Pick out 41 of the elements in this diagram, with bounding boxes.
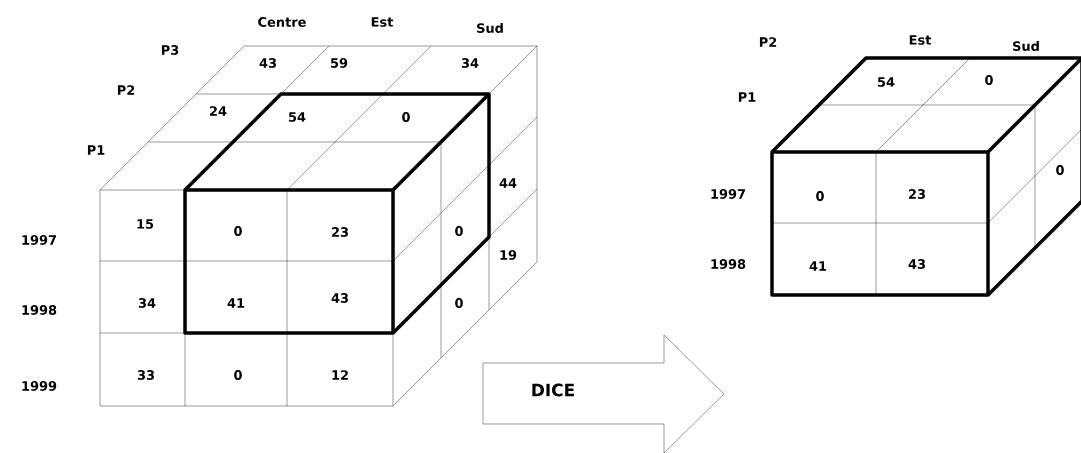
cell-value: 44	[499, 178, 517, 188]
cell-value: 41	[809, 261, 827, 271]
axis-label: 1997	[22, 235, 56, 245]
axis-label: P1	[87, 145, 105, 155]
axis-label: P1	[738, 92, 756, 102]
axis-label: P2	[759, 37, 777, 47]
cell-value: 43	[908, 259, 925, 269]
axis-label: Sud	[477, 23, 503, 33]
cell-value: 24	[210, 106, 227, 116]
cell-value: 34	[138, 298, 156, 308]
cell-value: 0	[234, 370, 242, 380]
axis-label: Sud	[1013, 41, 1039, 51]
cell-value: 0	[816, 191, 824, 201]
axis-label: 1998	[22, 305, 57, 315]
axis-label: P2	[117, 85, 135, 95]
cell-value: 34	[461, 58, 479, 68]
cell-value: 0	[985, 75, 993, 85]
cell-value: 43	[259, 58, 276, 68]
cell-value: 0	[455, 226, 463, 236]
cell-value: 33	[137, 370, 154, 380]
cell-value: 41	[227, 298, 245, 308]
cell-value: 43	[331, 293, 348, 303]
axis-label: Est	[909, 35, 932, 45]
cell-value: 54	[878, 77, 895, 87]
cell-value: 19	[500, 250, 517, 260]
cell-value: 23	[909, 189, 925, 199]
cell-value: 59	[331, 58, 348, 68]
cell-value: 0	[1056, 165, 1064, 175]
axis-label: 1998	[711, 259, 746, 269]
axis-label: Est	[371, 17, 394, 27]
cell-value: 12	[332, 370, 348, 380]
axis-label: 1997	[711, 189, 745, 199]
cell-value: 23	[332, 227, 348, 237]
axis-label: P3	[161, 45, 179, 55]
cell-value: 54	[289, 112, 306, 122]
cell-value: 0	[455, 298, 463, 308]
cell-value: 15	[137, 219, 154, 229]
cell-value: 0	[234, 226, 242, 236]
axis-label: 1999	[22, 381, 57, 391]
cell-value: 0	[402, 112, 410, 122]
axis-label: Centre	[258, 17, 306, 27]
